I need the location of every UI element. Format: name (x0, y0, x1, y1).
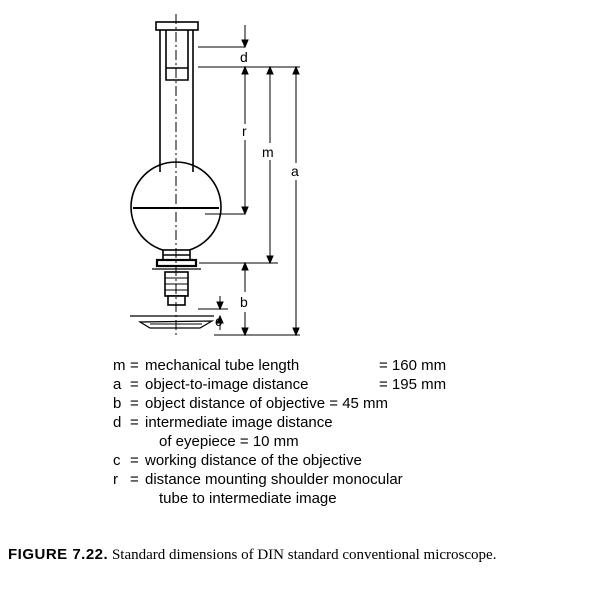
label-b: b (240, 294, 248, 310)
dimension-m (266, 65, 274, 265)
microscope-diagram: d r m a b c (130, 14, 300, 337)
figure-label: FIGURE 7.22. (8, 546, 109, 563)
legend-value: = 160 mm (379, 357, 447, 374)
legend-description: mechanical tube length (145, 357, 300, 374)
label-a: a (291, 163, 299, 179)
legend-symbol: b (113, 395, 122, 412)
legend-description: object distance of objective = 45 mm (145, 395, 389, 412)
eyepiece-tube (155, 21, 199, 182)
legend-description: tube to intermediate image (159, 490, 337, 507)
dimension-d (241, 25, 249, 88)
legend-symbol: d (113, 414, 122, 431)
label-c: c (215, 313, 222, 329)
legend-symbol: c (113, 452, 121, 469)
dimension-a (292, 65, 300, 337)
legend-description: intermediate image distance (145, 414, 333, 431)
dimension-b (241, 261, 249, 337)
legend-symbol: m (113, 357, 126, 374)
legend-equals: = (130, 357, 139, 374)
dimension-legend: m= mechanical tube length = 160 mm a= ob… (113, 356, 533, 508)
legend-row: d = intermediate image distance (113, 413, 533, 432)
legend-symbol: r (113, 471, 118, 488)
legend-row: b = object distance of objective = 45 mm (113, 394, 533, 413)
caption-text: Standard dimensions of DIN standard conv… (111, 547, 497, 563)
legend-description: of eyepiece = 10 mm (159, 433, 299, 450)
specimen-stage (130, 315, 215, 329)
legend-equals: = (130, 471, 139, 488)
legend-equals: = (130, 414, 139, 431)
legend-row: a = object-to-image distance = 195 mm (113, 375, 533, 394)
label-d: d (240, 49, 248, 65)
legend-equals: = (130, 376, 139, 393)
legend-value: = 195 mm (379, 376, 447, 393)
legend-row: r = distance mounting shoulder monocular (113, 470, 533, 489)
extension-lines (198, 46, 300, 336)
legend-row-continuation: of eyepiece = 10 mm (113, 432, 533, 451)
legend-description: object-to-image distance (145, 376, 309, 393)
legend-row-continuation: tube to intermediate image (113, 489, 533, 508)
legend-equals: = (130, 395, 139, 412)
legend-row: c = working distance of the objective (113, 451, 533, 470)
legend-symbol: a (113, 376, 122, 393)
legend-equals: = (130, 452, 139, 469)
legend-description: distance mounting shoulder monocular (145, 471, 403, 488)
label-m: m (262, 144, 274, 160)
dimension-r (241, 88, 249, 216)
label-r: r (242, 123, 247, 139)
dimension-c (216, 296, 224, 330)
eyepiece (165, 30, 189, 81)
legend-row: m= mechanical tube length = 160 mm (113, 356, 533, 375)
figure-caption: FIGURE 7.22. Standard dimensions of DIN … (8, 545, 594, 565)
legend-description: working distance of the objective (145, 452, 362, 469)
